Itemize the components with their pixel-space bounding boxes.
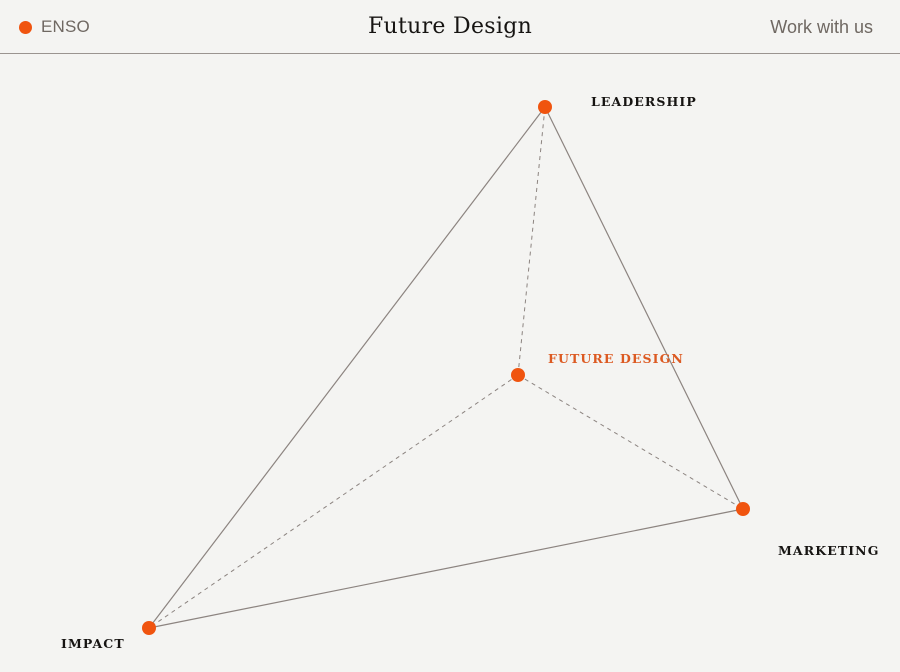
node-impact[interactable]	[142, 621, 156, 635]
edge-center-marketing	[517, 374, 744, 510]
label-future-design: FUTURE DESIGN	[548, 351, 684, 366]
edge-center-leadership	[517, 106, 546, 376]
node-marketing[interactable]	[736, 502, 750, 516]
node-future-design[interactable]	[511, 368, 525, 382]
work-with-us-link[interactable]: Work with us	[770, 17, 873, 37]
edge-leadership-marketing	[544, 106, 744, 510]
node-leadership[interactable]	[538, 100, 552, 114]
tetrahedron-diagram: LEADERSHIP FUTURE DESIGN MARKETING IMPAC…	[61, 94, 879, 651]
brand-logo[interactable]: ENSO	[19, 0, 90, 54]
edge-leadership-impact	[148, 106, 546, 629]
brand-dot-icon	[19, 20, 32, 34]
page-title: Future Design	[367, 14, 533, 39]
label-impact: IMPACT	[61, 636, 125, 651]
top-bar: ENSO Future Design Work with us	[0, 0, 900, 54]
label-leadership: LEADERSHIP	[591, 94, 697, 109]
label-marketing: MARKETING	[778, 543, 879, 558]
edge-center-impact	[148, 374, 519, 629]
brand-label: ENSO	[41, 17, 90, 36]
edge-impact-marketing	[148, 508, 744, 629]
